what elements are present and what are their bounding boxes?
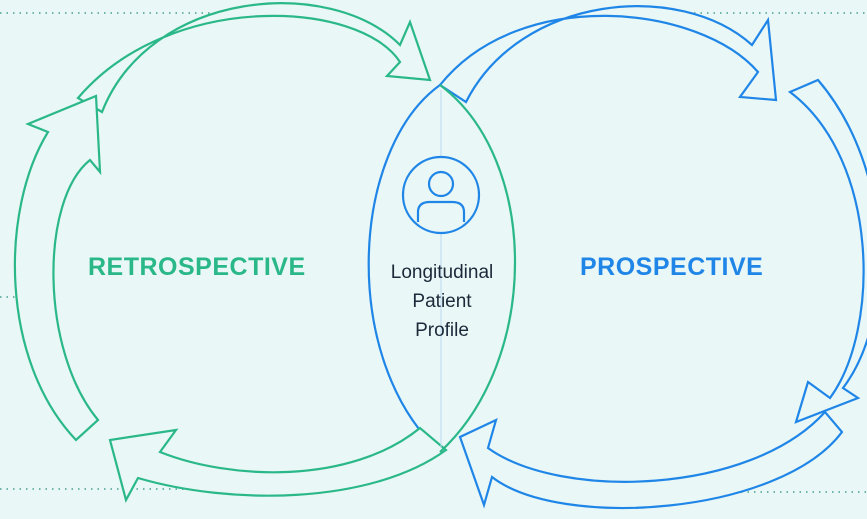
- lens-green-arc: [439, 84, 517, 453]
- dotted-lines: [0, 12, 867, 493]
- retrospective-cycle: [13, 2, 517, 503]
- lens-blue-arc: [367, 84, 441, 453]
- center-label-line-3: Profile: [415, 320, 469, 341]
- center-label-line-2: Patient: [412, 291, 472, 312]
- prospective-arrow-right: [787, 78, 867, 424]
- prospective-arrow-top: [438, 5, 778, 104]
- prospective-arrow-bottom: [458, 410, 844, 510]
- person-icon: [401, 155, 481, 235]
- retrospective-arrow-top: [76, 2, 432, 114]
- retrospective-label: RETROSPECTIVE: [88, 253, 306, 281]
- prospective-cycle: [367, 5, 867, 510]
- retrospective-arrow-left: [13, 94, 102, 442]
- center-label: Longitudinal Patient Profile: [356, 258, 528, 345]
- prospective-label: PROSPECTIVE: [580, 253, 764, 281]
- center-label-line-1: Longitudinal: [390, 262, 494, 283]
- retrospective-arrow-bottom: [108, 426, 448, 503]
